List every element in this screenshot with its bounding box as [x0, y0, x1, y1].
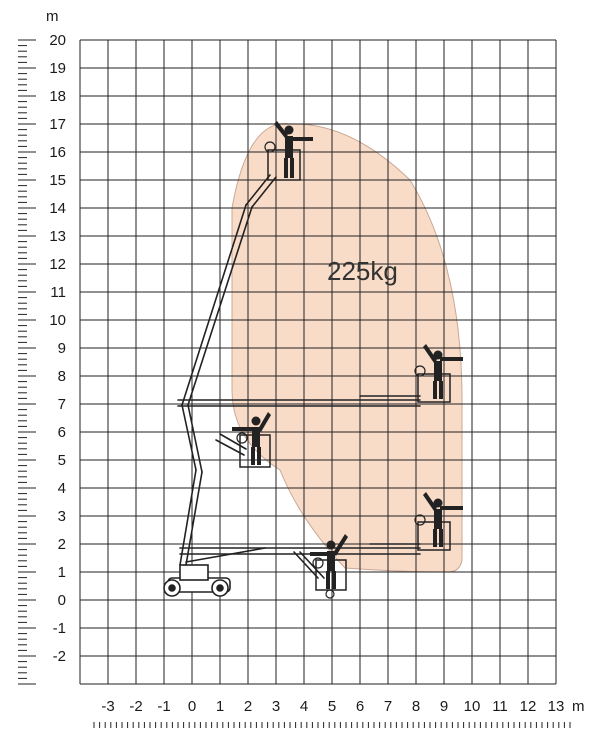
y-tick-label: 3 — [58, 508, 66, 525]
y-tick-label: 11 — [50, 284, 66, 301]
operator-right-high — [423, 344, 463, 399]
operator-mid-left — [232, 412, 271, 465]
x-tick-label: 3 — [272, 698, 280, 715]
y-tick-label: -1 — [53, 620, 66, 637]
platform-top — [264, 121, 313, 181]
y-tick-label: 9 — [58, 340, 66, 357]
y-tick-label: 14 — [49, 200, 66, 217]
x-tick-label: 10 — [464, 698, 481, 715]
y-tick-label: 19 — [49, 60, 66, 77]
platform-mid-left — [232, 412, 271, 468]
x-tick-label: 2 — [244, 698, 252, 715]
y-tick-label: 13 — [49, 228, 66, 245]
x-tick-label: -3 — [101, 698, 114, 715]
operator-right-low — [423, 492, 463, 547]
platform-right-high — [414, 344, 463, 403]
x-tick-label: 11 — [492, 698, 508, 715]
platform-right-low — [414, 492, 463, 551]
x-tick-label: -1 — [157, 698, 170, 715]
x-tick-label: 13 — [548, 698, 565, 715]
y-axis-unit: m — [46, 8, 59, 25]
y-tick-label: 0 — [58, 592, 66, 609]
x-tick-label: 1 — [216, 698, 224, 715]
y-tick-label: -2 — [53, 648, 66, 665]
y-tick-label: 17 — [49, 116, 66, 133]
y-tick-label: 20 — [49, 32, 66, 49]
y-tick-label: 18 — [49, 88, 66, 105]
load-capacity-label: 225kg — [327, 256, 398, 286]
operator-top — [274, 121, 313, 178]
y-tick-label: 15 — [49, 172, 66, 189]
x-tick-label: 0 — [188, 698, 196, 715]
main-boom — [179, 174, 277, 566]
x-tick-label: -2 — [129, 698, 142, 715]
horizontal-boom-low — [179, 543, 421, 563]
y-tick-label: 5 — [58, 452, 66, 469]
y-tick-label: 7 — [58, 396, 66, 413]
chassis — [163, 564, 231, 597]
x-tick-label: 9 — [440, 698, 448, 715]
platform-low-center — [310, 534, 348, 599]
x-tick-label: 7 — [384, 698, 392, 715]
boom-lift-illustration — [163, 174, 421, 597]
y-tick-label: 8 — [58, 368, 66, 385]
horizontal-boom-mid — [177, 395, 421, 407]
y-tick-label: 1 — [58, 564, 66, 581]
y-tick-label: 4 — [58, 480, 66, 497]
x-tick-label: 8 — [412, 698, 420, 715]
operator-low-center — [310, 534, 348, 589]
y-tick-label: 2 — [58, 536, 66, 553]
x-axis-unit: m — [572, 698, 585, 715]
y-tick-label: 10 — [49, 312, 66, 329]
jib-low — [293, 551, 325, 579]
x-tick-label: 12 — [520, 698, 537, 715]
x-tick-label: 6 — [356, 698, 364, 715]
x-tick-label: 4 — [300, 698, 308, 715]
x-tick-label: 5 — [328, 698, 336, 715]
y-tick-label: 16 — [49, 144, 66, 161]
y-tick-label: 12 — [49, 256, 66, 273]
y-tick-label: 6 — [58, 424, 66, 441]
